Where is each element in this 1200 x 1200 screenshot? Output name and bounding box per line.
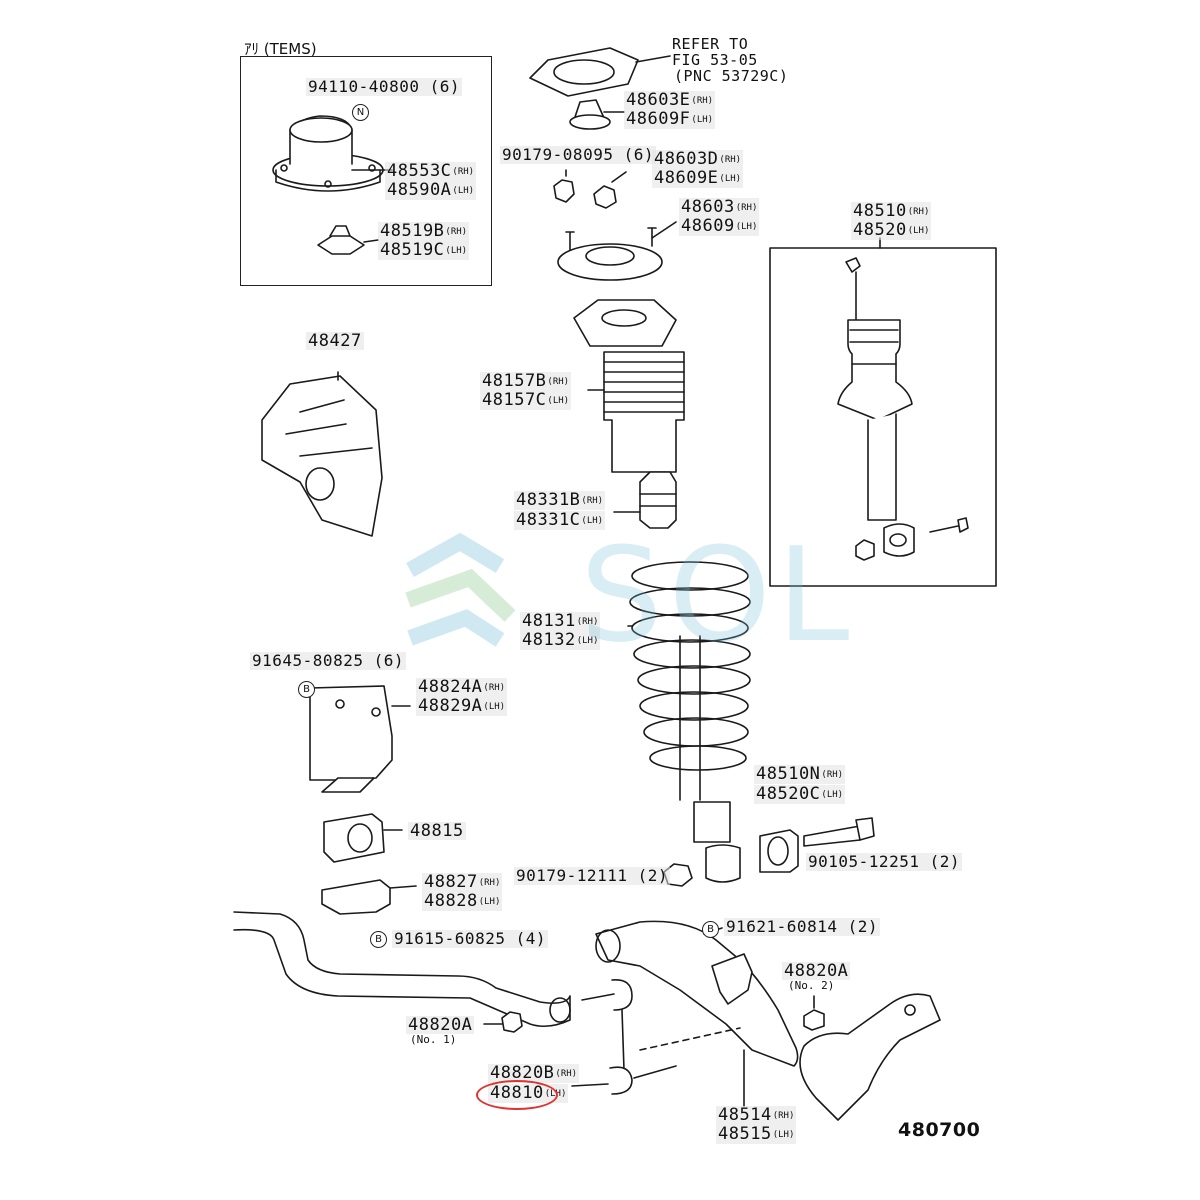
part-label[interactable]: 48603E(RH)	[624, 90, 716, 110]
part-label[interactable]: 91615-60825 (4)	[392, 929, 548, 948]
tems-box	[240, 56, 492, 286]
part-label[interactable]: 91621-60814 (2)	[724, 917, 880, 936]
part-label[interactable]: 48131(RH)	[520, 611, 601, 631]
refer-line-3: (PNC 53729C)	[674, 67, 789, 85]
part-label[interactable]: 48815	[408, 821, 466, 841]
watermark-text: SOL	[580, 519, 856, 671]
part-label[interactable]: 48820A	[782, 961, 851, 981]
bracket-48827-drawing	[321, 879, 417, 915]
part-label[interactable]: 48609F(LH)	[624, 109, 716, 129]
part-label[interactable]: 48510N(RH)	[754, 764, 846, 784]
part-label[interactable]: 48331B(RH)	[514, 490, 606, 510]
part-label[interactable]: 94110-40800 (6)	[306, 77, 462, 96]
refer-line-2: FIG 53-05	[672, 51, 758, 69]
nut-48820A-no1-drawing	[483, 1011, 523, 1033]
part-label[interactable]: 48515(LH)	[716, 1124, 797, 1144]
nuts-drawing	[553, 169, 627, 209]
part-label[interactable]: 48824A(RH)	[416, 677, 508, 697]
part-label[interactable]: 48514(RH)	[716, 1105, 797, 1125]
part-label[interactable]: 90179-12111 (2)	[514, 866, 670, 885]
part-label[interactable]: 48609E(LH)	[652, 168, 744, 188]
part-label[interactable]: 48519B(RH)	[378, 221, 470, 241]
part-label[interactable]: 48132(LH)	[520, 630, 601, 650]
spring-seat-drawing	[573, 299, 677, 347]
bracket-48427-drawing	[261, 371, 383, 537]
part-label[interactable]: 48820B(RH)	[488, 1063, 580, 1083]
bushing-48815-drawing	[323, 813, 403, 863]
bushing-48510N-drawing	[759, 817, 875, 873]
note-no2: (No. 2)	[788, 979, 835, 992]
note-no1: (No. 1)	[410, 1033, 457, 1046]
part-label[interactable]: 48510(RH)	[851, 201, 932, 221]
part-label[interactable]: 48520C(LH)	[754, 784, 846, 804]
part-label[interactable]: 48609(LH)	[679, 216, 760, 236]
bracket-48824A-drawing	[309, 685, 411, 793]
part-label[interactable]: 48603(RH)	[679, 197, 760, 217]
link-48810-drawing	[571, 979, 677, 1095]
part-label[interactable]: 48553C(RH)	[385, 161, 477, 181]
part-label[interactable]: 48519C(LH)	[378, 240, 470, 260]
bound-stopper-drawing	[613, 471, 677, 529]
part-label[interactable]: 48603D(RH)	[652, 149, 744, 169]
refer-line-1: REFER TO	[672, 35, 749, 53]
part-label[interactable]: 90179-08095 (6)	[500, 145, 656, 164]
tems-box-title: ｱﾘ (TEMS)	[244, 40, 317, 58]
spring-mount-top-drawing	[529, 47, 671, 97]
b-symbol-icon: B	[370, 931, 387, 948]
part-label[interactable]: 48331C(LH)	[514, 510, 606, 530]
part-label[interactable]: 48827(RH)	[422, 872, 503, 892]
bumper-48603E-drawing	[569, 99, 625, 130]
b-symbol-icon: B	[702, 921, 719, 938]
part-label[interactable]: 48157B(RH)	[480, 371, 572, 391]
b-symbol-icon: B	[298, 681, 315, 698]
highlight-ellipse	[476, 1080, 558, 1110]
tems-bracket-drawing	[317, 225, 379, 255]
upper-support-48603-drawing	[557, 221, 677, 281]
lower-shock-drawing	[693, 801, 741, 883]
lower-arm-48514-drawing	[595, 920, 799, 1107]
reference-number: 480700	[898, 1119, 981, 1141]
part-label[interactable]: 48829A(LH)	[416, 696, 508, 716]
stabilizer-bar-drawing	[233, 911, 571, 1028]
part-label[interactable]: 48820A	[406, 1015, 475, 1035]
tems-upper-support-drawing	[272, 115, 393, 192]
coil-spring-48131-drawing	[627, 561, 751, 801]
part-label[interactable]: 90105-12251 (2)	[806, 852, 962, 871]
part-label[interactable]: 48157C(LH)	[480, 390, 572, 410]
part-label[interactable]: 91645-80825 (6)	[250, 651, 406, 670]
knuckle-drawing	[799, 993, 941, 1121]
boot-48157-drawing	[587, 351, 685, 473]
part-label[interactable]: 48828(LH)	[422, 891, 503, 911]
shock-absorber-48510-drawing	[769, 237, 997, 587]
n-symbol-icon: N	[352, 104, 369, 121]
part-label[interactable]: 48427	[306, 331, 364, 351]
part-label[interactable]: 48520(LH)	[851, 220, 932, 240]
part-label[interactable]: 48590A(LH)	[385, 180, 477, 200]
